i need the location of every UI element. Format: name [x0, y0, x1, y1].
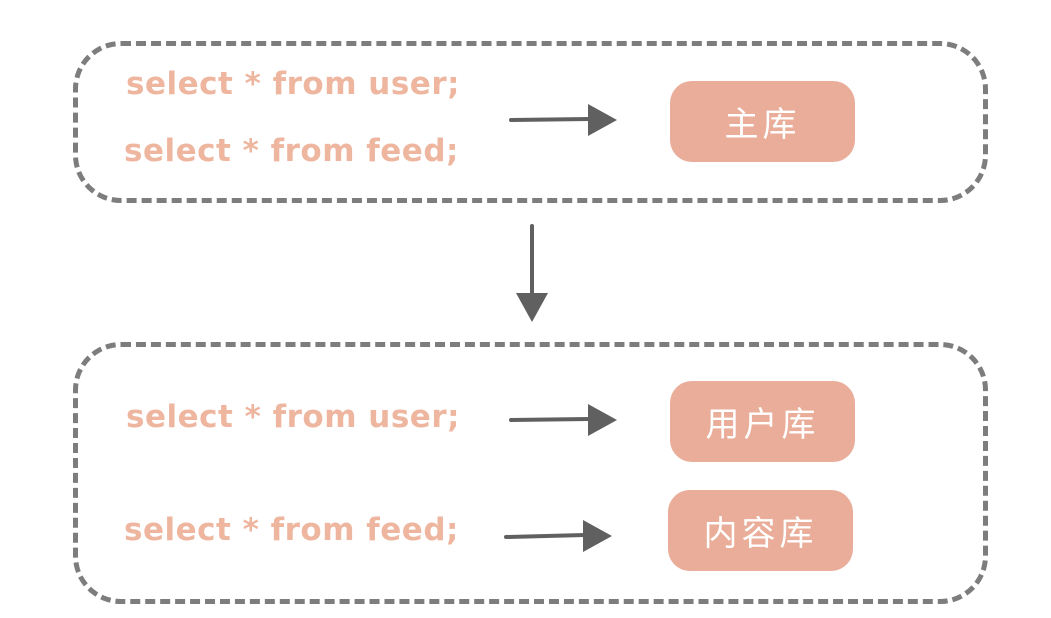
- before-split-group: [73, 41, 988, 203]
- master-db-box: 主库: [670, 81, 855, 162]
- query-feed-top: select * from feed;: [124, 133, 459, 169]
- query-feed-bottom: select * from feed;: [124, 512, 459, 548]
- content-db-box: 内容库: [668, 490, 853, 571]
- after-split-group: [73, 342, 988, 604]
- query-user-bottom: select * from user;: [126, 399, 461, 435]
- arrow-down-icon: [516, 224, 548, 322]
- user-db-box: 用户库: [670, 381, 855, 462]
- query-user-top: select * from user;: [126, 66, 461, 102]
